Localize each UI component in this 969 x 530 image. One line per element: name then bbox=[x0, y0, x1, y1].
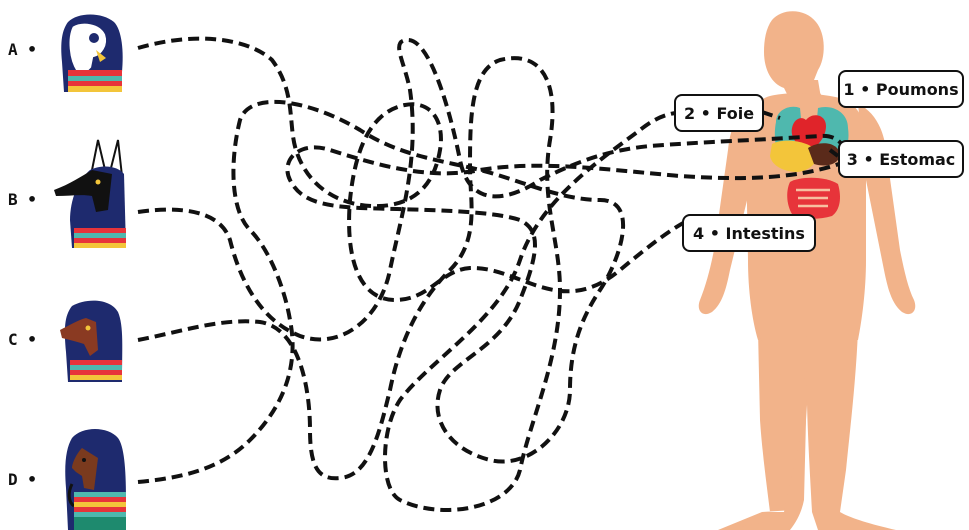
label-intestins: 4 • Intestins bbox=[682, 214, 816, 252]
label-poumons: 1 • Poumons bbox=[838, 70, 964, 108]
human-head-icon bbox=[65, 429, 126, 530]
letter-c: C • bbox=[8, 330, 37, 349]
falcon-head-icon bbox=[61, 15, 122, 93]
label-estomac: 3 • Estomac bbox=[838, 140, 964, 178]
letter-d: D • bbox=[8, 470, 37, 489]
letter-b: B • bbox=[8, 190, 37, 209]
jackal-head-icon bbox=[54, 140, 126, 248]
baboon-head-icon bbox=[60, 301, 122, 382]
letter-a: A • bbox=[8, 40, 37, 59]
label-foie: 2 • Foie bbox=[674, 94, 764, 132]
